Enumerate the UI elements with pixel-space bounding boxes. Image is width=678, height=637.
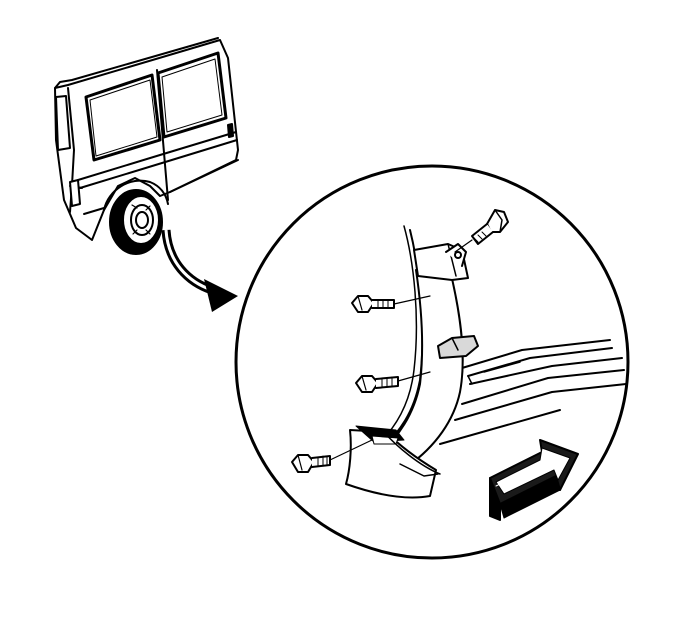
bolt-icon: [291, 439, 373, 473]
body-panel-lines: [439, 339, 627, 445]
van-rear-wheel: [109, 189, 163, 255]
callout-arrow-icon: [161, 229, 238, 312]
front-direction-arrow-icon: [489, 439, 579, 521]
van-side-window-rear: [84, 73, 162, 162]
bolt-icon: [454, 209, 509, 253]
van-side-window-front: [156, 51, 228, 139]
wheel-opening-molding: [345, 225, 479, 499]
van-overview: [54, 37, 239, 255]
detail-view: [234, 164, 630, 560]
bolt-icon: [351, 295, 431, 313]
bolt-icon: [355, 371, 431, 393]
